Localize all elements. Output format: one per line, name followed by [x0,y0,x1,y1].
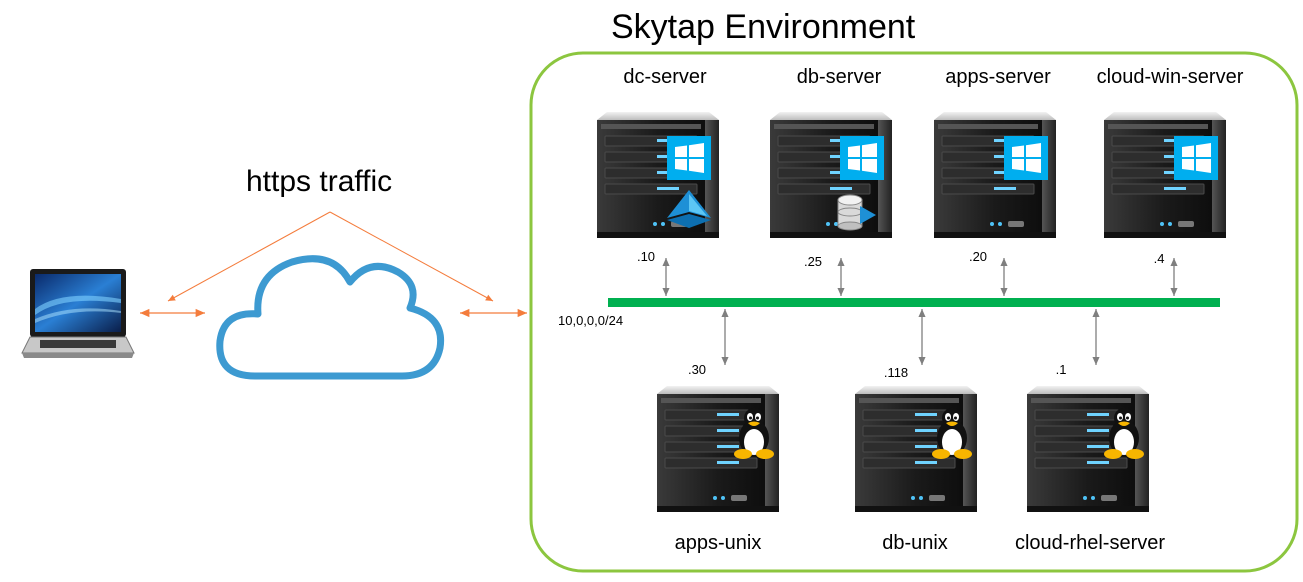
server-cloud-win-server [1103,111,1227,239]
cloud-icon [216,255,445,380]
server-name: dc-server [623,66,707,88]
server-apps-server [933,111,1057,239]
server-ip: .4 [1153,251,1165,266]
server-db-server [769,111,893,239]
active-directory-icon [667,190,711,228]
server-name: db-unix [882,532,948,554]
server-name: db-server [796,66,882,88]
server-ip: .30 [687,362,707,377]
server-ip: .1 [1055,362,1067,377]
windows-logo-icon [840,136,884,180]
server-ip: .10 [636,249,656,264]
server-name: apps-server [945,66,1051,88]
server-name: cloud-win-server [1096,66,1244,88]
windows-logo-icon [1004,136,1048,180]
traffic-label: https traffic [246,165,393,198]
laptop-icon [21,269,135,358]
server-db-unix [854,385,978,513]
server-name: apps-unix [674,532,762,554]
database-icon [837,194,876,231]
network-bus [608,298,1220,307]
label-pointer-right [329,211,494,302]
server-name: cloud-rhel-server [1014,532,1166,554]
server-cloud-rhel-server [1026,385,1150,513]
label-pointer-left [167,211,331,302]
environment-title: Skytap Environment [611,8,916,46]
server-ip: .118 [883,365,909,380]
server-apps-unix [656,385,780,513]
server-ip: .25 [803,254,823,269]
windows-logo-icon [1174,136,1218,180]
subnet-label: 10,0,0,0/24 [558,313,624,328]
server-ip: .20 [968,249,988,264]
environment-boundary [529,51,1299,573]
windows-logo-icon [667,136,711,180]
server-dc-server [596,111,720,239]
